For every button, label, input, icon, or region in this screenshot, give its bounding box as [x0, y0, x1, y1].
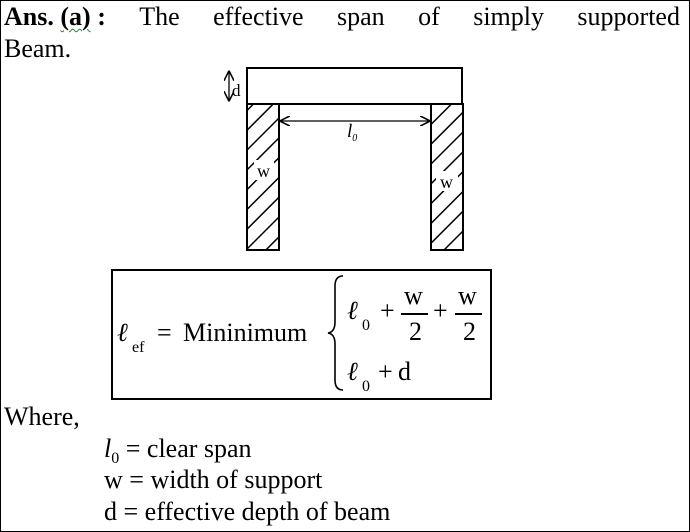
definition-depth: d = effective depth of beam [104, 497, 390, 527]
beam-diagram: d l0 w w [0, 67, 464, 251]
answer-word: simply [473, 2, 544, 31]
def-text: = clear span [119, 434, 252, 463]
answer-option: (a) [60, 2, 91, 31]
answer-label: Ans. [4, 2, 54, 31]
left-support-label-bg [254, 160, 274, 180]
answer-colon: : [97, 2, 106, 31]
frac2-denominator: 2 [463, 317, 476, 346]
left-support-label: w [257, 161, 270, 181]
lhs-subscript: ef [132, 339, 145, 356]
case1-symbol: ℓ [347, 296, 358, 325]
right-support-label: w [440, 172, 453, 192]
formula-box [111, 269, 492, 400]
depth-label: d [232, 81, 241, 100]
brace [327, 275, 344, 391]
answer-continuation: Beam. [4, 34, 72, 63]
case1-subscript: 0 [362, 317, 370, 334]
def-symbol: l [104, 434, 112, 463]
definition-width: w = width of support [104, 465, 322, 495]
lhs-symbol: ℓ [117, 318, 128, 347]
case2-symbol: ℓ [347, 357, 358, 386]
case2-term: d [398, 357, 411, 386]
answer-word: effective [213, 2, 304, 31]
frac1-bar [401, 313, 428, 315]
equals-sign: = [157, 318, 172, 347]
def-text: = effective depth of beam [117, 497, 391, 526]
answer-word: The [139, 2, 180, 31]
case1-plus-2: + [433, 296, 448, 325]
def-text: = width of support [122, 465, 323, 494]
where-heading: Where, [4, 402, 80, 431]
frac2-numerator: w [458, 281, 477, 310]
frac1-denominator: 2 [409, 317, 422, 346]
def-subscript: 0 [111, 450, 120, 468]
def-symbol: w [104, 465, 123, 494]
definition-clear-span: l0 = clear span [104, 434, 252, 474]
answer-line: Ans. (a) : The effective span of simply … [4, 2, 680, 32]
case2-subscript: 0 [362, 378, 370, 395]
answer-prefix: Ans. (a) : [4, 2, 106, 32]
answer-word: supported [577, 2, 680, 31]
case1-plus: + [380, 296, 395, 325]
answer-word: of [418, 2, 440, 31]
frac1-numerator: w [404, 281, 423, 310]
def-symbol: d [104, 497, 117, 526]
right-support-label-bg [436, 171, 458, 191]
frac2-bar [455, 313, 482, 315]
span-label: l0 [347, 121, 357, 144]
beam-rect [246, 67, 463, 105]
function-name: Mininimum [183, 318, 308, 347]
answer-word: span [337, 2, 385, 31]
case2-plus: + [378, 357, 393, 386]
